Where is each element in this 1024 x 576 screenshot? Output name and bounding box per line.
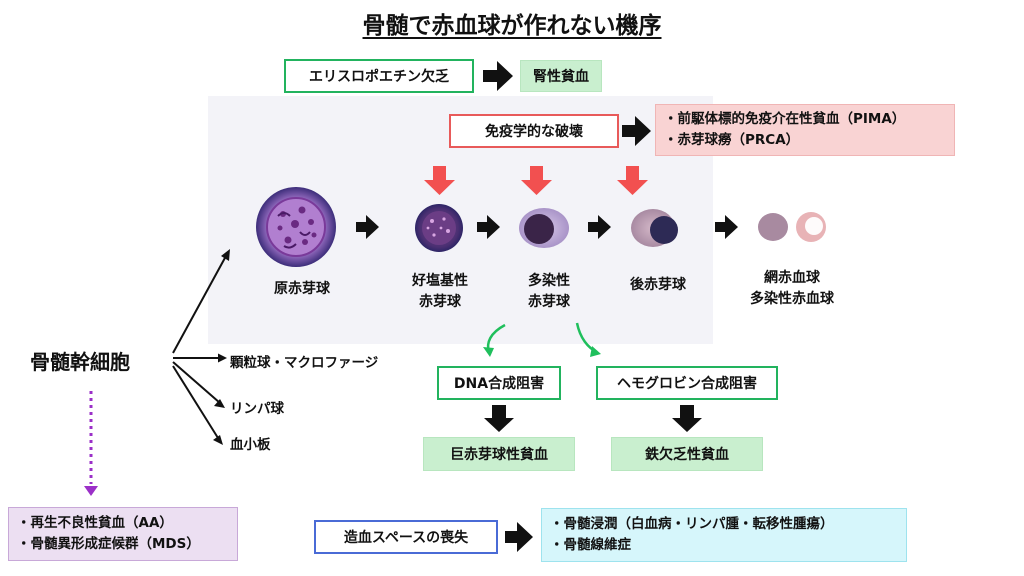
reticulocyte-label: 網赤血球 多染性赤血球	[732, 268, 852, 310]
polychromatic-erythroblast-cell	[519, 208, 569, 248]
polychromatic-label: 多染性 赤芽球	[509, 271, 589, 313]
arrow-down-red-icon	[521, 166, 552, 195]
reticulocyte-cell	[758, 213, 788, 241]
aplastic-anemia-item: ・再生不良性貧血（AA）	[17, 515, 173, 531]
megaloblastic-anemia-box: 巨赤芽球性貧血	[423, 437, 575, 471]
basophilic-label-line1: 好塩基性	[412, 273, 468, 289]
curved-arrow-right-icon	[575, 322, 598, 354]
space-arrow-icon	[505, 522, 533, 552]
orthochromatic-label: 後赤芽球	[630, 277, 686, 293]
arrow-right-icon	[715, 215, 738, 239]
space-loss-box: 造血スペースの喪失	[314, 520, 498, 554]
basophilic-label: 好塩基性 赤芽球	[400, 271, 480, 313]
immune-target-arrows	[424, 166, 648, 195]
page-title: 骨髄で赤血球が作れない機序	[362, 13, 662, 39]
orthochromatic-erythroblast-cell	[631, 209, 678, 247]
hb-synthesis-box: ヘモグロビン合成阻害	[596, 366, 778, 400]
polychromatic-rbc-cell	[796, 212, 826, 242]
arrow-right-icon	[588, 215, 611, 239]
polychromatic-label-line1: 多染性	[528, 273, 570, 289]
basophilic-erythroblast-cell	[415, 204, 463, 252]
reticulocyte-label-line2: 多染性赤血球	[750, 291, 834, 307]
stem-failure-box: ・再生不良性貧血（AA） ・骨髄異形成症候群（MDS）	[8, 507, 238, 561]
basophilic-label-line2: 赤芽球	[419, 294, 461, 310]
prca-item: ・赤芽球癆（PRCA）	[664, 132, 800, 148]
arrow-down-red-icon	[424, 166, 455, 195]
mds-item: ・骨髄異形成症候群（MDS）	[17, 536, 200, 552]
stem-cell-label: 骨髄幹細胞	[30, 350, 130, 374]
immune-destruction-box: 免疫学的な破壊	[449, 114, 619, 148]
dna-synthesis-box: DNA合成阻害	[437, 366, 561, 400]
arrow-right-icon	[477, 215, 500, 239]
arrow-right-icon	[356, 215, 379, 239]
maturation-arrows	[356, 215, 738, 239]
dna-down-arrow-icon	[484, 405, 514, 432]
immune-result-box: ・前駆体標的免疫介在性貧血（PIMA） ・赤芽球癆（PRCA）	[655, 104, 955, 156]
iron-deficiency-anemia-box: 鉄欠乏性貧血	[611, 437, 763, 471]
granulocyte-macrophage-label: 顆粒球・マクロファージ	[230, 355, 379, 371]
arrow-down-red-icon	[617, 166, 648, 195]
pima-item: ・前駆体標的免疫介在性貧血（PIMA）	[664, 111, 906, 127]
hb-down-arrow-icon	[672, 405, 702, 432]
lymphocyte-label: リンパ球	[230, 401, 284, 417]
proerythroblast-label: 原赤芽球	[274, 281, 330, 297]
immune-arrow-icon	[622, 116, 651, 146]
epo-deficiency-box: エリスロポエチン欠乏	[284, 59, 474, 93]
platelet-label: 血小板	[230, 437, 271, 453]
marrow-infiltration-item: ・骨髄浸潤（白血病・リンパ腫・転移性腫瘍）	[550, 516, 834, 532]
proerythroblast-cell	[256, 187, 336, 267]
reticulocyte-label-line1: 網赤血球	[764, 270, 820, 286]
renal-anemia-box: 腎性貧血	[520, 60, 602, 92]
myelofibrosis-item: ・骨髄線維症	[550, 537, 631, 553]
epo-arrow-icon	[483, 61, 513, 91]
stem-branch-lines	[172, 255, 227, 439]
stem-failure-arrow-icon	[84, 486, 98, 496]
space-loss-result-box: ・骨髄浸潤（白血病・リンパ腫・転移性腫瘍） ・骨髄線維症	[541, 508, 907, 562]
polychromatic-label-line2: 赤芽球	[528, 294, 570, 310]
synthesis-curved-arrows	[486, 322, 598, 354]
